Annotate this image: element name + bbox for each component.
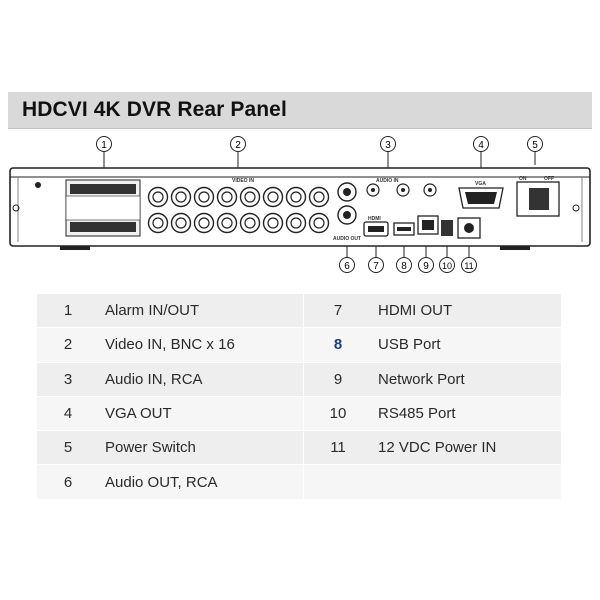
vga-port (458, 187, 504, 209)
power-off-label: OFF (544, 176, 554, 182)
svg-text:10: 10 (442, 261, 452, 271)
left-number: 4 (37, 396, 99, 432)
bnc-port-center (221, 191, 233, 203)
svg-text:3: 3 (385, 140, 391, 151)
audio-in-label: AUDIO IN (376, 178, 399, 184)
svg-text:4: 4 (478, 140, 484, 151)
svg-text:9: 9 (423, 261, 429, 272)
video-in-label: VIDEO IN (232, 178, 254, 184)
bnc-port-center (175, 191, 187, 203)
left-number: 3 (37, 362, 99, 397)
power-switch (516, 181, 560, 217)
right-number (303, 464, 372, 500)
right-number: 10 (303, 396, 372, 432)
left-description: VGA OUT (99, 396, 304, 432)
video-in-bnc-ports (147, 186, 330, 234)
vga-label: VGA (475, 181, 486, 187)
svg-text:8: 8 (401, 261, 407, 272)
callout-9: 9 (418, 257, 434, 273)
svg-text:7: 7 (373, 261, 379, 272)
bnc-port-center (198, 217, 210, 229)
right-number: 7 (303, 294, 372, 329)
audio-out-label: AUDIO OUT (333, 236, 361, 242)
bnc-port-center (267, 217, 279, 229)
right-description: HDMI OUT (372, 294, 561, 329)
bnc-port-center (244, 217, 256, 229)
callout-11: 11 (461, 257, 477, 273)
hdmi-label: HDMI (368, 216, 381, 222)
svg-text:5: 5 (532, 140, 538, 151)
callout-8: 8 (396, 257, 412, 273)
table-row: 6 Audio OUT, RCA (37, 464, 561, 500)
table-row: 3 Audio IN, RCA 9 Network Port (37, 362, 561, 397)
bnc-port-center (175, 217, 187, 229)
bnc-port-center (267, 191, 279, 203)
bnc-port-center (244, 191, 256, 203)
port-legend-table: 1 Alarm IN/OUT 7 HDMI OUT 2 Video IN, BN… (37, 294, 561, 500)
callout-5: 5 (527, 136, 543, 152)
bnc-port-center (221, 217, 233, 229)
svg-text:1: 1 (101, 140, 107, 151)
svg-text:2: 2 (235, 140, 241, 151)
usb-port (393, 222, 415, 236)
bnc-port-center (290, 217, 302, 229)
callout-10: 10 (439, 257, 455, 273)
rs485-port (441, 220, 453, 236)
page-title: HDCVI 4K DVR Rear Panel (22, 98, 287, 121)
right-number: 9 (303, 362, 372, 397)
svg-text:6: 6 (344, 261, 350, 272)
power-on-label: ON (519, 176, 527, 182)
right-description: Network Port (372, 362, 561, 397)
hdmi-port (363, 221, 389, 237)
callout-6: 6 (339, 257, 355, 273)
audio-in-rca-ports (366, 183, 437, 197)
bnc-port-center (290, 191, 302, 203)
power-in-port (457, 217, 481, 239)
right-description: USB Port (372, 327, 561, 363)
callout-1: 1 (96, 136, 112, 152)
bnc-port-center (198, 191, 210, 203)
table-row: 2 Video IN, BNC x 16 8 USB Port (37, 327, 561, 363)
callout-2: 2 (230, 136, 246, 152)
right-description: RS485 Port (372, 396, 561, 432)
left-description: Alarm IN/OUT (99, 294, 304, 329)
left-description: Audio IN, RCA (99, 362, 304, 397)
left-number: 5 (37, 430, 99, 466)
callout-4: 4 (473, 136, 489, 152)
left-number: 2 (37, 327, 99, 363)
table-row: 5 Power Switch 11 12 VDC Power IN (37, 430, 561, 466)
table-row: 1 Alarm IN/OUT 7 HDMI OUT (37, 294, 561, 329)
right-number: 8 (303, 327, 372, 363)
left-description: Video IN, BNC x 16 (99, 327, 304, 363)
bnc-port-center (152, 191, 164, 203)
callout-7: 7 (368, 257, 384, 273)
alarm-io-terminal (65, 179, 141, 237)
bnc-port-center (313, 191, 325, 203)
right-number: 11 (303, 430, 372, 466)
left-description: Power Switch (99, 430, 304, 466)
rear-panel-diagram: VIDEO IN AUDIO IN AUDIO OUT HDMI VGA ON … (9, 136, 591, 273)
right-description (372, 464, 561, 500)
bnc-port-center (313, 217, 325, 229)
svg-text:11: 11 (464, 261, 473, 271)
left-description: Audio OUT, RCA (99, 464, 304, 500)
left-number: 1 (37, 294, 99, 329)
title-bar: HDCVI 4K DVR Rear Panel (8, 92, 592, 129)
callout-3: 3 (380, 136, 396, 152)
left-number: 6 (37, 464, 99, 500)
bnc-port-center (152, 217, 164, 229)
audio-out-port (337, 182, 357, 225)
table-row: 4 VGA OUT 10 RS485 Port (37, 396, 561, 432)
network-port (417, 215, 439, 235)
right-description: 12 VDC Power IN (372, 430, 561, 466)
